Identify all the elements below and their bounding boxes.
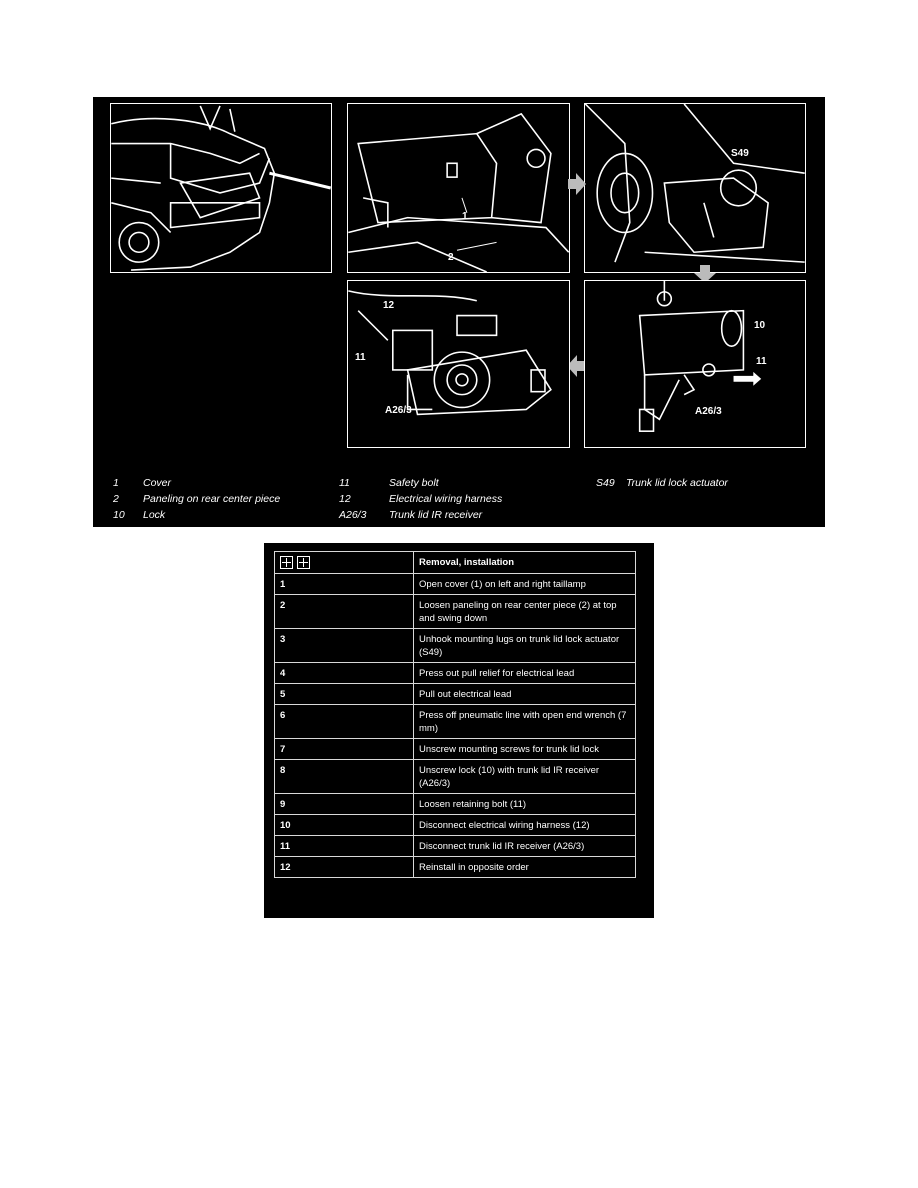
callout-actuator: S49 <box>731 148 749 159</box>
callout-receiver-right: A26/3 <box>695 406 722 417</box>
installation-symbol-icon <box>297 556 310 569</box>
panel-cover-paneling <box>347 103 570 273</box>
callout-lock: 10 <box>754 320 766 331</box>
exploded-diagram-figure: 1 2 S49 <box>93 97 825 527</box>
callout-bolt-left: 11 <box>355 352 366 363</box>
callout-cover: 1 <box>462 211 468 222</box>
callout-bolt-right: 11 <box>756 356 767 367</box>
callout-receiver-left: A26/3 <box>385 405 412 416</box>
lock-actuator-illustration <box>585 104 805 263</box>
lock-side-illustration <box>638 281 762 432</box>
arrow-right-icon <box>568 173 586 195</box>
header-symbol-cell <box>274 551 414 574</box>
callout-paneling: 2 <box>448 252 454 263</box>
panel-lock-receiver <box>347 280 570 448</box>
vehicle-rear-illustration <box>111 105 331 271</box>
panel-lock-side <box>584 280 806 448</box>
arrow-down-icon <box>694 265 716 283</box>
removal-symbol-icon <box>280 556 293 569</box>
panel-vehicle-rear <box>110 103 332 273</box>
cover-paneling-illustration <box>348 112 569 272</box>
table-header-row: Removal, installation <box>274 551 636 574</box>
panel-lock-actuator <box>584 103 806 273</box>
header-title: Removal, installation <box>413 551 636 574</box>
callout-harness: 12 <box>383 300 395 311</box>
lock-receiver-illustration <box>348 290 552 416</box>
arrow-left-icon <box>567 355 585 377</box>
